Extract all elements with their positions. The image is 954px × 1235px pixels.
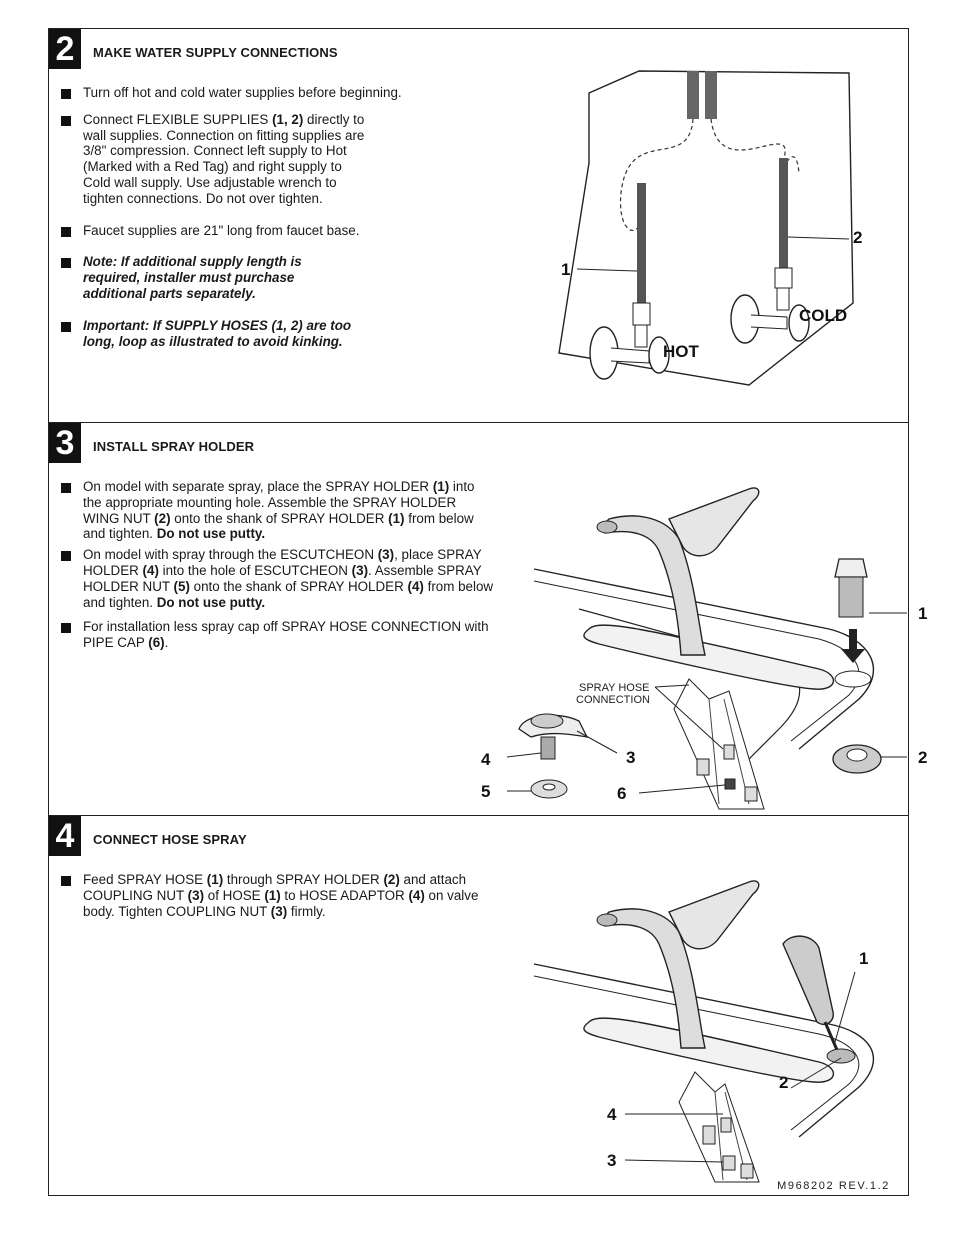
pipe-cap-icon — [724, 778, 736, 790]
step-2-instructions: Turn off hot and cold water supplies bef… — [61, 85, 461, 365]
hot-label: HOT — [663, 342, 700, 361]
part-label-1: 1 — [859, 949, 868, 968]
part-label-4: 4 — [481, 750, 491, 769]
cold-supply-hose-icon — [779, 158, 788, 268]
step-title: MAKE WATER SUPPLY CONNECTIONS — [93, 45, 338, 60]
step-2-section: 2 MAKE WATER SUPPLY CONNECTIONS Turn off… — [49, 29, 908, 423]
list-item: Turn off hot and cold water supplies bef… — [61, 85, 461, 101]
document-reference: M968202 REV.1.2 — [777, 1180, 890, 1192]
part-label-2: 2 — [779, 1073, 788, 1092]
list-item: Feed SPRAY HOSE (1) through SPRAY HOLDER… — [61, 872, 501, 919]
faucet-shank-icon — [687, 71, 699, 119]
step-title: INSTALL SPRAY HOLDER — [93, 439, 255, 454]
step-title: CONNECT HOSE SPRAY — [93, 832, 247, 847]
faucet-handle-icon — [668, 880, 760, 950]
part-label-2: 2 — [853, 228, 862, 247]
escutcheon-icon — [583, 624, 835, 690]
part-label-1: 1 — [561, 260, 570, 279]
step-3-section: 3 INSTALL SPRAY HOLDER On model with sep… — [49, 423, 927, 816]
hose-adaptor-icon — [702, 1125, 716, 1145]
cold-label: COLD — [799, 306, 847, 325]
list-item: On model with spray through the ESCUTCHE… — [61, 547, 511, 610]
supply-hose-illustration: 1 2 HOT COLD — [558, 70, 862, 386]
spray-holder-illustration: SPRAY HOSE CONNECTION 1 2 3 4 5 6 — [481, 487, 927, 810]
coupling-nut-icon — [722, 1155, 736, 1171]
step-4-instructions: Feed SPRAY HOSE (1) through SPRAY HOLDER… — [61, 872, 511, 935]
part-label-6: 6 — [617, 784, 626, 803]
list-item: For installation less spray cap off SPRA… — [61, 619, 491, 651]
part-label-5: 5 — [481, 782, 490, 801]
part-label-2: 2 — [918, 748, 927, 767]
faucet-shank-icon — [705, 71, 717, 119]
step-number: 4 — [49, 816, 81, 856]
spray-holder-icon — [826, 1048, 856, 1064]
step-4-section: 4 CONNECT HOSE SPRAY Feed SPRAY HOSE (1)… — [49, 816, 908, 1196]
hot-supply-hose-icon — [637, 183, 646, 303]
part-label-3: 3 — [607, 1151, 616, 1170]
list-item: Note: If additional supply length is req… — [61, 254, 341, 301]
step-number: 3 — [49, 423, 81, 463]
spray-hose-caption: SPRAY HOSE — [579, 682, 650, 694]
step-number: 2 — [49, 29, 81, 69]
list-item: On model with separate spray, place the … — [61, 479, 491, 542]
arrow-down-icon — [841, 629, 865, 663]
part-label-3: 3 — [626, 748, 635, 767]
faucet-handle-icon — [668, 487, 760, 557]
escutcheon-icon — [583, 1017, 835, 1083]
instruction-sheet: 2 MAKE WATER SUPPLY CONNECTIONS Turn off… — [48, 28, 927, 1196]
list-item: Important: If SUPPLY HOSES (1, 2) are to… — [61, 318, 381, 350]
hose-spray-illustration: 1 2 4 3 — [533, 880, 875, 1183]
connection-caption: CONNECTION — [576, 694, 650, 706]
list-item: Faucet supplies are 21" long from faucet… — [61, 223, 461, 239]
spray-head-icon — [782, 935, 834, 1026]
part-label-1: 1 — [918, 604, 927, 623]
spray-holder-icon — [838, 576, 864, 618]
part-label-4: 4 — [607, 1105, 617, 1124]
step-3-instructions: On model with separate spray, place the … — [61, 479, 511, 656]
list-item: Connect FLEXIBLE SUPPLIES (1, 2) directl… — [61, 112, 371, 207]
